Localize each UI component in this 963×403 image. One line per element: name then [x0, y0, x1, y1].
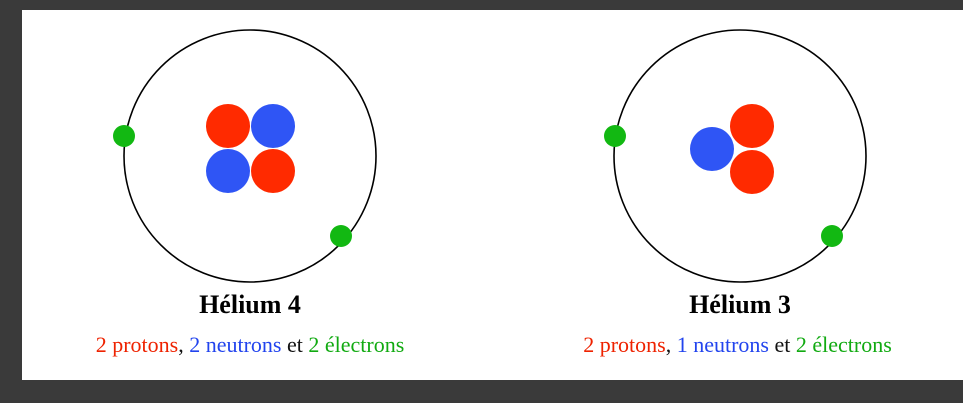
helium-4-atom	[113, 29, 377, 283]
helium-3-proton	[730, 150, 774, 194]
helium-4-separator: ,	[178, 332, 190, 357]
helium-3-neutron	[690, 127, 734, 171]
helium-3-title: Hélium 3	[689, 290, 791, 319]
helium-4-proton	[206, 104, 250, 148]
diagram-panel: Hélium 4 2 protons, 2 neutrons et 2 élec…	[22, 10, 963, 380]
atoms-illustration	[113, 29, 867, 283]
helium-3-proton	[730, 104, 774, 148]
helium-3-electron	[821, 225, 843, 247]
helium-4-title: Hélium 4	[199, 290, 301, 319]
helium-4-caption: 2 protons, 2 neutrons et 2 électrons	[22, 332, 478, 358]
helium-4-proton	[251, 149, 295, 193]
helium-4-neutrons-text: 2 neutrons	[189, 332, 282, 357]
helium-4-orbit	[123, 29, 377, 283]
helium-4-electron	[330, 225, 352, 247]
helium-4-conjunction: et	[281, 332, 309, 357]
helium-4-electron	[113, 125, 135, 147]
helium-3-protons-text: 2 protons	[583, 332, 666, 357]
helium-3-separator: ,	[665, 332, 677, 357]
helium-4-electrons-text: 2 électrons	[308, 332, 405, 357]
helium-3-orbit	[613, 29, 867, 283]
helium-3-electrons-text: 2 électrons	[795, 332, 892, 357]
helium-3-caption: 2 protons, 1 neutrons et 2 électrons	[512, 332, 963, 358]
helium-3-conjunction: et	[768, 332, 796, 357]
helium-4-neutron	[206, 149, 250, 193]
helium-4-protons-text: 2 protons	[95, 332, 179, 357]
helium-3-neutrons-text: 1 neutrons	[676, 332, 769, 357]
helium-3-electron	[604, 125, 626, 147]
helium-3-atom	[604, 29, 867, 283]
helium-4-neutron	[251, 104, 295, 148]
